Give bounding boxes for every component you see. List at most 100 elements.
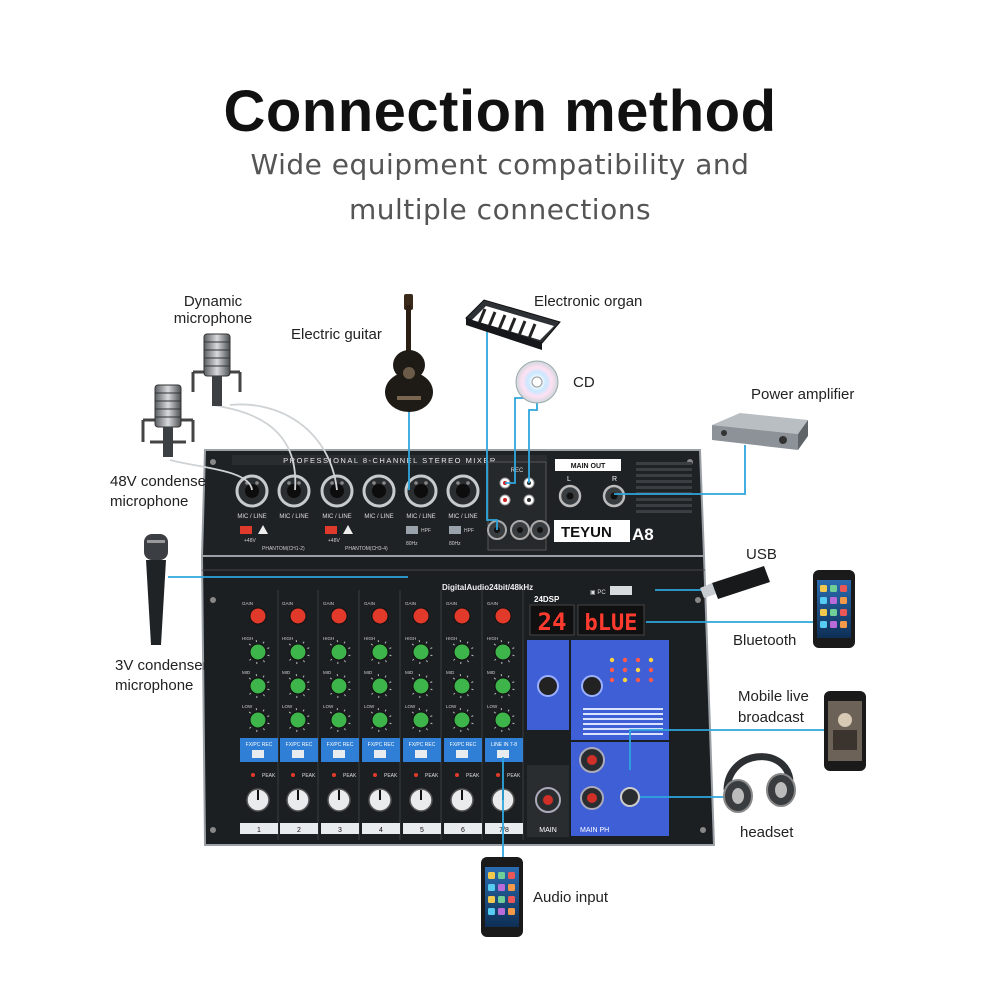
knob-tick [330, 726, 333, 729]
mic-cables [169, 403, 338, 491]
knob-tick [370, 677, 373, 680]
knob-tick [425, 728, 428, 731]
dsp-led [622, 677, 628, 683]
low-label: LOW [405, 704, 416, 709]
knob-tick [267, 647, 270, 649]
knob-tick [452, 711, 455, 714]
knob-tick [384, 728, 387, 731]
fx-button [456, 750, 468, 758]
low-label: LOW [364, 704, 375, 709]
knob-tick [507, 675, 510, 678]
high-label: HIGH [487, 636, 498, 641]
knob-tick [430, 722, 433, 725]
dsp-led [635, 667, 641, 673]
channel-number: 3 [338, 827, 342, 834]
app-icon [508, 872, 515, 879]
app-icon [488, 896, 495, 903]
cable-power-amp [614, 445, 746, 495]
knob-tick [267, 681, 270, 683]
knob-tick [343, 709, 346, 712]
knob-tick [249, 726, 252, 729]
vent-slot [636, 504, 692, 507]
xlr-pin [340, 481, 344, 485]
knob-tick [494, 692, 497, 695]
knob-tick [262, 675, 265, 678]
knob-tick [307, 681, 310, 683]
gain-knob [371, 607, 389, 625]
eq-knob [371, 677, 389, 695]
peak-led [414, 773, 418, 777]
knob-tick [412, 692, 415, 695]
app-icon [508, 884, 515, 891]
knob-tick [466, 660, 469, 663]
dsp-led [622, 657, 628, 663]
knob-tick [302, 675, 305, 678]
knob-tick [267, 722, 270, 725]
knob-tick [493, 711, 496, 714]
cable-organ [486, 330, 498, 530]
app-icon [488, 872, 495, 879]
knob-tick [430, 654, 433, 657]
low-label: LOW [446, 704, 457, 709]
knob-tick [493, 677, 496, 680]
channel-number-plate [240, 823, 278, 834]
xlr-input-core-1 [245, 484, 259, 498]
knob-tick [466, 694, 469, 697]
fx-button [415, 750, 427, 758]
fx-button [292, 750, 304, 758]
condenser-48v-microphone-icon [141, 384, 195, 457]
knob-tick [288, 677, 291, 680]
app-icon [840, 609, 847, 616]
knob-tick [430, 688, 433, 691]
xlr-input-core-3 [330, 484, 344, 498]
eq-knob [289, 677, 307, 695]
channel-number-plate [362, 823, 400, 834]
app-icon [830, 621, 837, 628]
high-label: HIGH [242, 636, 253, 641]
xlr-pin [287, 481, 291, 485]
audio-input-phone-icon [481, 857, 523, 937]
fx-label: FX/PC REC [409, 742, 436, 748]
dsp-led [622, 667, 628, 673]
knob-tick [343, 694, 346, 697]
knob-tick [384, 641, 387, 644]
knob-tick [471, 654, 474, 657]
audio-input-label: Audio input [533, 889, 609, 906]
knob-tick [466, 641, 469, 644]
out-r-label: R [612, 476, 617, 483]
gain-knob [453, 607, 471, 625]
knob-tick [248, 711, 251, 714]
knob-tick [389, 647, 392, 649]
low-label: LOW [282, 704, 293, 709]
low-label: LOW [323, 704, 334, 709]
knob-tick [289, 692, 292, 695]
gain-knob [249, 607, 267, 625]
peak-label: PEAK [384, 773, 398, 779]
knob-tick [453, 692, 456, 695]
eq-knob [249, 677, 267, 695]
low-label: LOW [242, 704, 253, 709]
dsp-led [648, 677, 654, 683]
peak-label: PEAK [466, 773, 480, 779]
channel-number-plate [403, 823, 441, 834]
peak-led [373, 773, 377, 777]
fx-button [497, 750, 509, 758]
channel-number: 6 [461, 827, 465, 834]
electric-guitar-label: Electric guitar [291, 326, 382, 343]
app-icon [820, 597, 827, 604]
channel-number-plate [321, 823, 359, 834]
knob-tick [371, 658, 374, 661]
mic-line-label-6: MIC / LINE [448, 514, 477, 520]
eq-knob [494, 677, 512, 695]
gain-label: GAIN [282, 601, 293, 606]
high-label: HIGH [446, 636, 457, 641]
gain-label: GAIN [364, 601, 375, 606]
knob-tick [425, 675, 428, 678]
knob-tick [512, 681, 515, 683]
eq-knob [412, 711, 430, 729]
dsp-preset-row [583, 728, 663, 730]
knob-tick [453, 658, 456, 661]
hz80-label-1: 80Hz [406, 541, 418, 547]
channel-number: 5 [420, 827, 424, 834]
